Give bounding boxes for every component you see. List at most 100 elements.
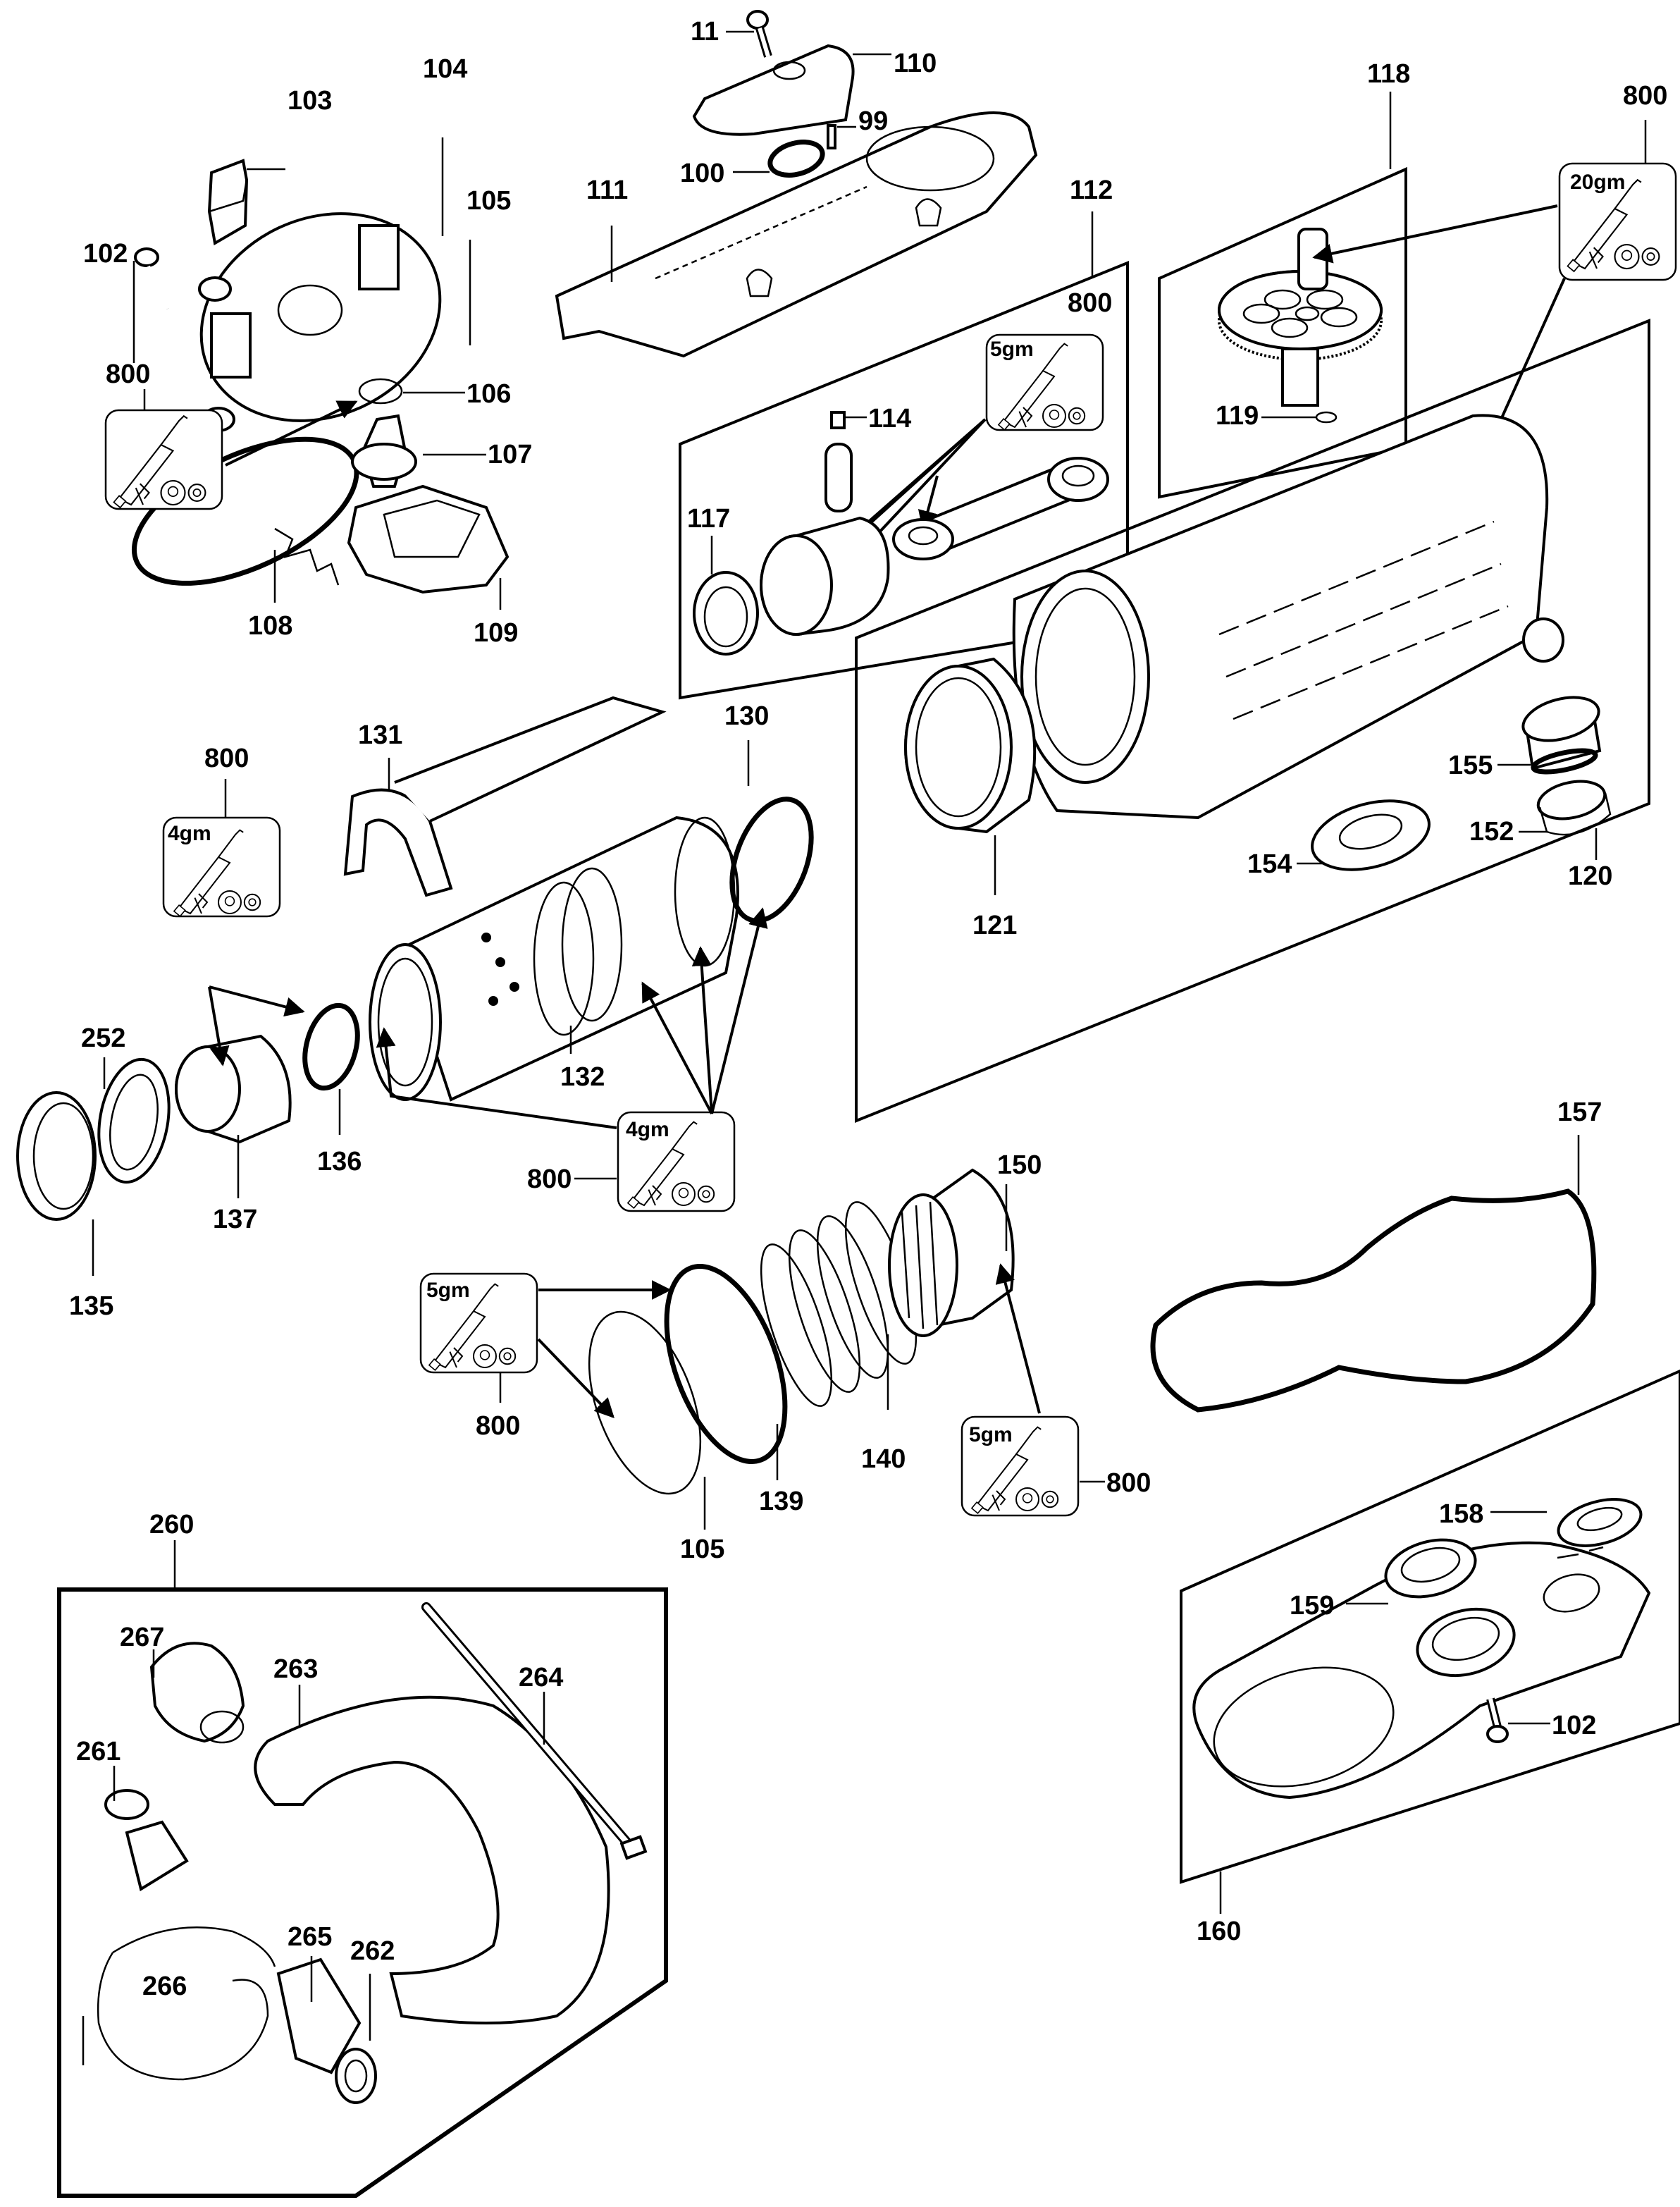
grease-amount: 4gm xyxy=(168,822,211,845)
callout-105-top: 105 xyxy=(467,186,511,216)
part-gear-cover xyxy=(1192,1541,1651,1800)
callout-262: 262 xyxy=(350,1936,395,1966)
grease-amount: 5gm xyxy=(990,338,1034,361)
part-111-housing-cover: 111 xyxy=(555,111,1038,358)
part-102-screw-top: 102 xyxy=(83,239,170,363)
grease-amount: 5gm xyxy=(426,1279,470,1302)
grease-amount: 20gm xyxy=(1570,171,1625,194)
part-263-handle: 263 xyxy=(254,1654,610,2024)
part-154-bearing: 154 xyxy=(1247,799,1431,879)
callout-120: 120 xyxy=(1568,861,1612,891)
part-152-sleeve: 152 xyxy=(1469,780,1612,847)
callout-114: 114 xyxy=(868,404,911,434)
part-119-washer: 119 xyxy=(1216,401,1338,431)
part-139-ring: 139 xyxy=(664,1264,803,1516)
callout-159: 159 xyxy=(1290,1591,1334,1621)
grease-kit-part-number: 800 xyxy=(106,359,150,389)
grease-kit-800-4gm-right: 4gm 800 xyxy=(376,907,768,1212)
part-137-piston-striker: 137 xyxy=(175,1034,292,1234)
callout-104: 104 xyxy=(423,54,467,84)
part-99-spring: 99 xyxy=(827,106,888,149)
callout-261: 261 xyxy=(76,1737,121,1766)
callout-100: 100 xyxy=(680,159,724,188)
callout-260: 260 xyxy=(149,1510,194,1539)
part-104-brush-plate: 104 xyxy=(198,54,467,432)
part-264-depth-rod: 264 xyxy=(421,1602,648,1860)
callout-265: 265 xyxy=(288,1922,332,1952)
part-140-spring: 140 xyxy=(760,1201,918,1474)
grease-kit-part-number: 800 xyxy=(1106,1468,1151,1498)
grease-kit-part-number: 800 xyxy=(1068,288,1112,318)
part-121-ring-gear: 121 xyxy=(904,657,1037,940)
part-267-knob: 267 xyxy=(120,1623,245,1744)
callout-136: 136 xyxy=(317,1147,362,1176)
callout-157: 157 xyxy=(1557,1098,1602,1127)
part-252-washer: 252 xyxy=(81,1023,171,1184)
part-114-pin-plug: 114 xyxy=(824,404,911,512)
callout-137: 137 xyxy=(213,1205,257,1234)
part-110-cap: 110 xyxy=(692,44,937,136)
callout-264: 264 xyxy=(519,1663,563,1692)
part-piston xyxy=(760,516,890,636)
callout-267: 267 xyxy=(120,1623,164,1652)
grease-kit-part-number: 800 xyxy=(476,1411,520,1441)
callout-121: 121 xyxy=(972,911,1017,940)
grease-kit-part-number: 800 xyxy=(1623,81,1667,111)
grease-amount: 4gm xyxy=(626,1118,669,1141)
callout-109: 109 xyxy=(474,618,518,648)
callout-131: 131 xyxy=(358,720,402,750)
callout-117: 117 xyxy=(687,504,730,534)
part-gear-housing xyxy=(1012,414,1564,820)
callout-102-top: 102 xyxy=(83,239,128,269)
callout-108: 108 xyxy=(248,611,292,641)
part-108-spring-wire: 108 xyxy=(248,527,340,641)
part-117-seal-ring: 117 xyxy=(687,504,759,656)
callout-158: 158 xyxy=(1439,1499,1483,1529)
callout-118: 118 xyxy=(1367,59,1410,89)
callout-263: 263 xyxy=(273,1654,318,1684)
part-103-brush: 103 xyxy=(207,86,332,246)
callout-160: 160 xyxy=(1197,1917,1241,1946)
part-265-clamp-bracket: 265 xyxy=(276,1922,362,2074)
callout-112: 112 xyxy=(1070,176,1113,205)
callout-102-bottom: 102 xyxy=(1552,1711,1596,1740)
callout-107: 107 xyxy=(488,440,532,469)
part-106-oring: 106 xyxy=(358,378,511,409)
part-159-seal: 159 xyxy=(1290,1538,1477,1621)
callout-132: 132 xyxy=(560,1062,605,1092)
part-135-retainer-nut: 135 xyxy=(16,1091,113,1321)
callout-140: 140 xyxy=(861,1444,906,1474)
callout-106: 106 xyxy=(467,379,511,409)
callout-152: 152 xyxy=(1469,817,1514,847)
part-130-oring: 130 xyxy=(724,701,814,923)
callout-99: 99 xyxy=(858,106,888,136)
part-gear-shaft xyxy=(1218,228,1383,407)
grease-kit-800-brush: 800 xyxy=(104,359,358,510)
part-131-guide: 131 xyxy=(343,696,667,897)
callout-130: 130 xyxy=(724,701,769,731)
callout-11: 11 xyxy=(691,17,719,47)
callout-103: 103 xyxy=(288,86,332,116)
grease-kit-part-number: 800 xyxy=(527,1164,572,1194)
part-120-gear-housing-panel: 120 xyxy=(855,319,1650,1123)
part-155-needle-bearing: 155 xyxy=(1448,696,1602,780)
part-157-gasket: 157 xyxy=(1150,1098,1602,1413)
grease-kit-800-4gm-left: 800 4gm xyxy=(162,744,305,1066)
callout-110: 110 xyxy=(894,49,937,78)
callout-154: 154 xyxy=(1247,849,1292,879)
grease-kit-800-5gm-right: 5gm 800 xyxy=(961,1263,1151,1517)
callout-111: 111 xyxy=(586,176,628,205)
callout-139: 139 xyxy=(759,1487,803,1516)
part-150-clutch-gear: 150 xyxy=(888,1150,1042,1337)
callout-155: 155 xyxy=(1448,751,1493,780)
part-109-switch-cradle: 109 xyxy=(347,484,518,648)
callout-135: 135 xyxy=(69,1291,113,1321)
part-102-screw-bottom: 102 xyxy=(1486,1697,1596,1743)
grease-kit-part-number: 800 xyxy=(204,744,249,773)
part-136-oring: 136 xyxy=(302,1002,362,1176)
part-11-screw: 11 xyxy=(691,10,772,58)
part-266-clamp-band: 266 xyxy=(82,1926,276,2081)
callout-119: 119 xyxy=(1216,401,1259,431)
part-158-seal: 158 xyxy=(1439,1498,1643,1559)
